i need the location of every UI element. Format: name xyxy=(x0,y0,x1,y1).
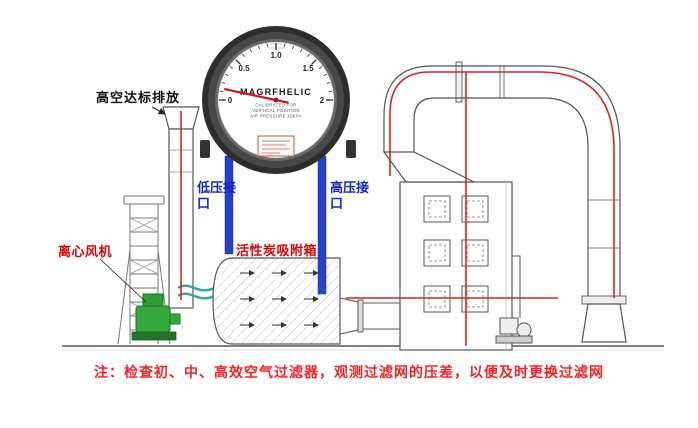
centrifugal-fan xyxy=(131,293,181,341)
gauge-warning-label xyxy=(257,135,295,157)
pressure-gauge: 0 0.5 1.0 1.5 2 MAGRFHELIC CALIBRATED FO… xyxy=(200,26,356,174)
gauge-brand-text: MAGRFHELIC xyxy=(240,87,312,97)
scale-tick-2: 2 xyxy=(320,96,325,105)
flow-lines-red xyxy=(180,71,615,346)
duct-system xyxy=(382,61,627,343)
low-pressure-port-label: 低压接口 xyxy=(197,180,237,212)
high-pressure-port-label: 高压接口 xyxy=(330,180,370,212)
carbon-box-label: 活性炭吸附箱 xyxy=(236,243,318,258)
emission-label: 高空达标排放 xyxy=(96,90,181,105)
gauge-subline-2: VERTICAL POSITION xyxy=(252,108,300,113)
gauge-needle xyxy=(223,88,289,104)
high-pressure-tap-line xyxy=(317,155,327,295)
scale-tick-15: 1.5 xyxy=(302,64,314,73)
scale-tick-05: 0.5 xyxy=(238,64,250,73)
bottom-note: 注：检查初、中、高效空气过滤器，观测过滤网的压差，以便及时更换过滤网 xyxy=(94,364,604,380)
gauge-scale: 0 0.5 1.0 1.5 2 xyxy=(219,43,333,105)
scale-tick-10: 1.0 xyxy=(270,51,282,60)
annotation-pointers xyxy=(99,106,166,303)
fan-pointer-line xyxy=(99,258,147,303)
emission-pointer-arrow xyxy=(151,106,166,115)
spray-tower xyxy=(399,181,513,351)
gauge-subline-3: AIR PRESSURE 15KPA xyxy=(250,114,302,119)
carbon-adsorption-box xyxy=(212,257,400,345)
scale-tick-0: 0 xyxy=(228,96,233,105)
gauge-subline-1: CALIBRATED FOR xyxy=(255,103,296,108)
circulation-pump xyxy=(495,255,533,344)
ground-line xyxy=(62,345,664,351)
centrifugal-fan-label: 离心风机 xyxy=(58,244,113,259)
